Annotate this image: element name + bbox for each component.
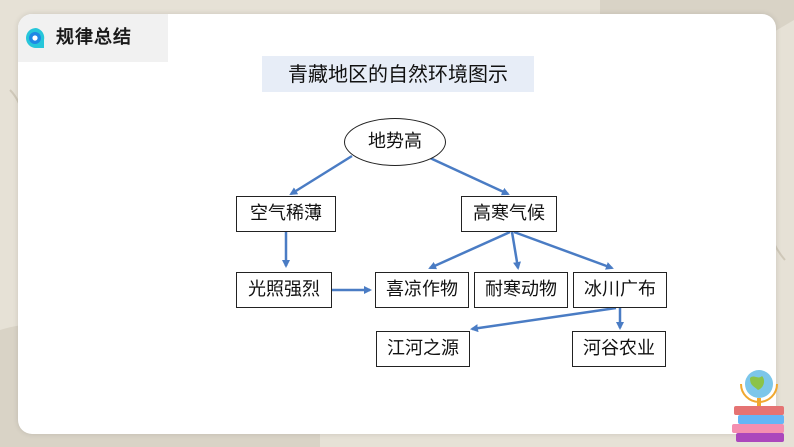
section-title: 规律总结 [56,27,132,48]
node-cold-tolerant-animals: 耐寒动物 [474,272,568,308]
node-cool-loving-crops: 喜凉作物 [375,272,469,308]
node-thin-air: 空气稀薄 [236,196,336,232]
node-valley-agriculture: 河谷农业 [572,331,666,367]
globe-on-books-icon [732,370,784,442]
arrow-root-to-climate [429,156,510,196]
node-alpine-cold-climate: 高寒气候 [461,196,557,232]
arrow-climate-to-glaciers [513,230,614,270]
node-strong-sunlight: 光照强烈 [236,272,332,308]
arrow-root-to-air [289,154,353,196]
node-widespread-glaciers: 冰川广布 [573,272,667,308]
node-river-source: 江河之源 [376,331,470,367]
diagram-title: 青藏地区的自然环境图示 [262,56,534,92]
arrow-glaciers-to-rivers [470,306,617,333]
speech-bubble-logo-icon [26,28,45,48]
arrow-climate-to-animals [510,231,521,270]
node-terrain-high: 地势高 [344,118,446,166]
arrow-climate-to-crops [428,230,511,270]
